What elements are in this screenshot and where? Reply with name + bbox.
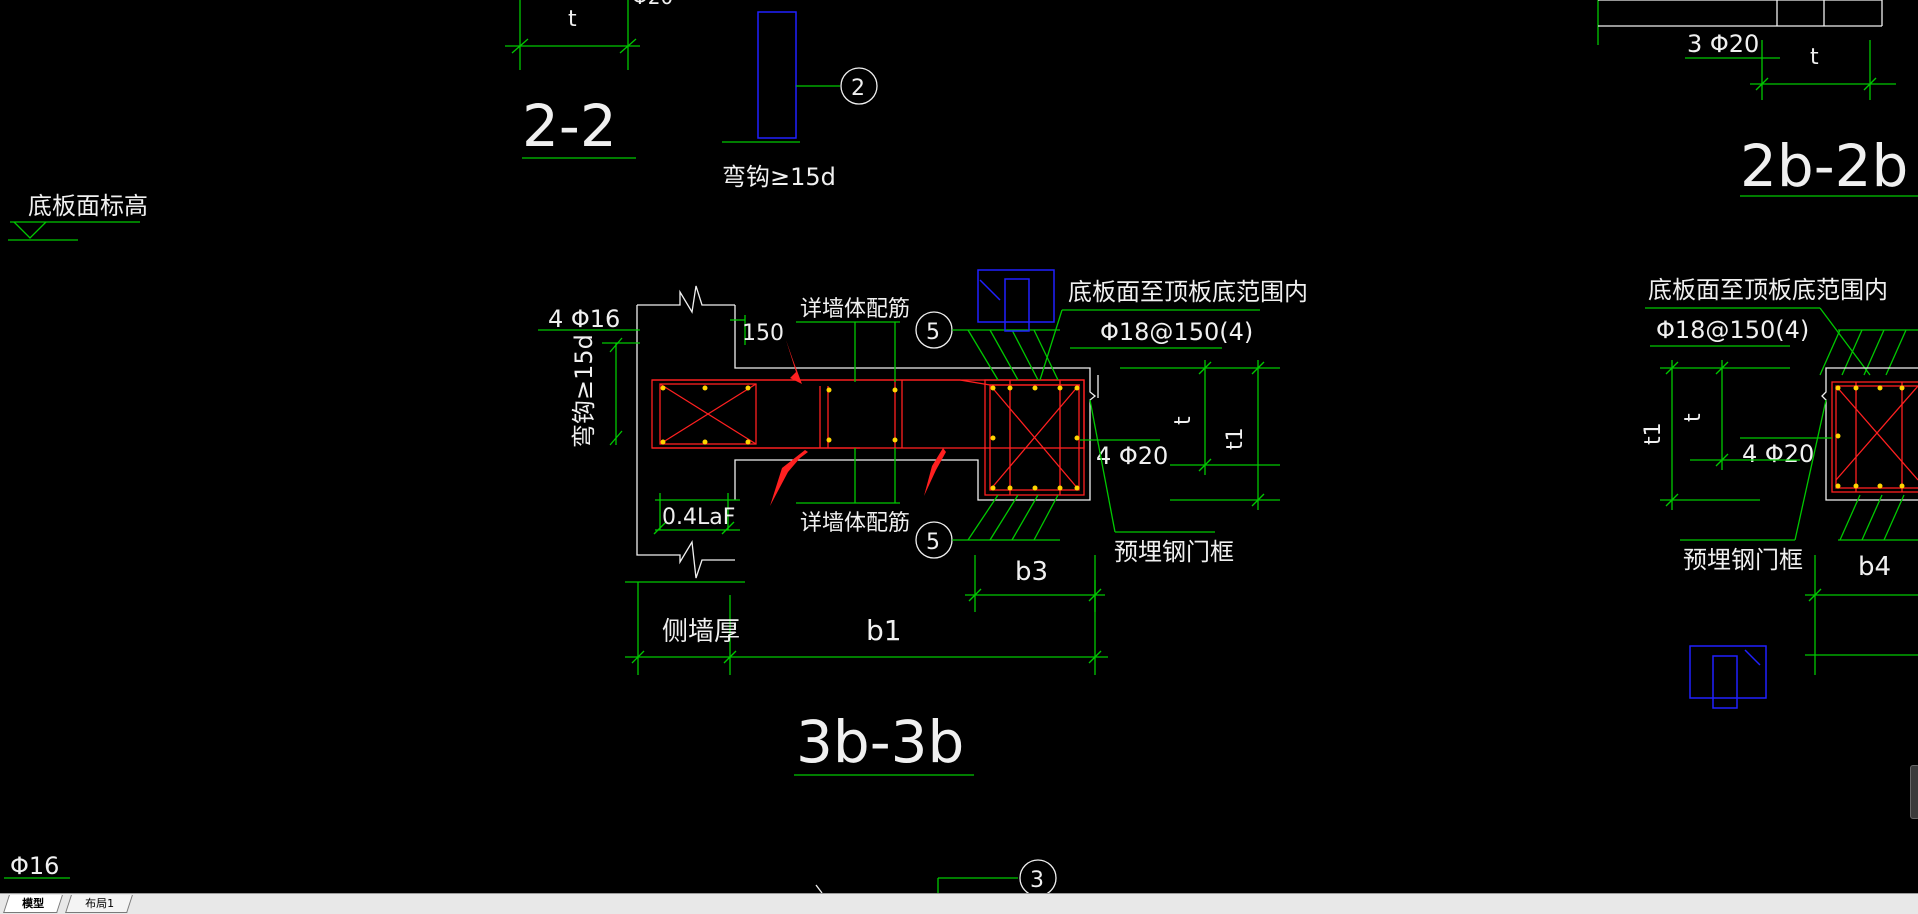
section-2-2-group: t Φ20 2-2 2 弯钩≥15d 底板面标高 xyxy=(8,0,878,241)
detail-wall-bottom-label: 详墙体配筋 xyxy=(800,511,910,536)
top-left-rebar-partial: Φ20 xyxy=(632,0,673,9)
embed-frame-left-label: 预埋钢门框 xyxy=(1114,538,1234,566)
section-2b-2b-title: 2b-2b xyxy=(1740,132,1908,200)
detail-wall-top-label: 详墙体配筋 xyxy=(800,297,910,322)
bottom-misc-group: Φ16 3 xyxy=(4,852,1057,893)
bend-bar-label: 弯钩≥15d xyxy=(722,163,836,191)
dim-b4-label: b4 xyxy=(1858,552,1891,582)
side-wall-label: 侧墙厚 xyxy=(662,617,740,647)
rebar-4phi16-label: 4 Φ16 xyxy=(548,305,620,333)
top-left-t-label: t xyxy=(568,7,577,32)
tab-layout1[interactable]: 布局1 xyxy=(65,895,133,913)
section-2-2-title: 2-2 xyxy=(522,92,617,160)
circle-2-label: 2 xyxy=(851,76,865,101)
range-note-left: 底板面至顶板底范围内 xyxy=(1068,278,1308,306)
range-note-right: 底板面至顶板底范围内 xyxy=(1648,276,1888,304)
tab-model-label: 模型 xyxy=(22,897,45,910)
section-3b-3b-group: 4 Φ16 弯钩≥15d 150 详墙体配筋 详墙体配筋 0.4LaF xyxy=(538,269,1308,776)
layout-tab-bar: 模型 布局1 xyxy=(0,893,1918,914)
dim-t1-left-label: t1 xyxy=(1223,427,1248,450)
rebar-4phi20-right-label: 4 Φ20 xyxy=(1742,440,1814,468)
tab-layout1-label: 布局1 xyxy=(84,897,114,910)
dim-t-left-label: t xyxy=(1171,416,1196,425)
section-3b-3b-title: 3b-3b xyxy=(796,708,964,776)
dim-b3-label: b3 xyxy=(1015,557,1048,587)
top-right-3phi20-label: 3 Φ20 xyxy=(1687,30,1759,58)
stirrup-left-label: Φ18@150(4) xyxy=(1100,318,1253,346)
side-scroll-handle[interactable] xyxy=(1910,765,1918,819)
tab-model[interactable]: 模型 xyxy=(3,895,63,913)
embed-frame-right-label: 预埋钢门框 xyxy=(1683,546,1803,574)
dim-t-right-label: t xyxy=(1681,413,1706,422)
section-2b-2b-group: 3 Φ20 t 2b-2b 底板面至顶板底范围内 Φ18@150(4) xyxy=(1597,0,1918,709)
bottom-left-phi16-label: Φ16 xyxy=(10,852,59,880)
circle-5-bottom-label: 5 xyxy=(926,530,940,555)
top-right-t-label: t xyxy=(1810,45,1819,70)
bend-vertical-label: 弯钩≥15d xyxy=(570,334,598,448)
dim-b1-label: b1 xyxy=(866,614,902,647)
dim-150-label: 150 xyxy=(742,321,784,346)
bottom-elevation-label: 底板面标高 xyxy=(28,192,148,220)
circle-3-label: 3 xyxy=(1030,868,1044,893)
stirrup-right-label: Φ18@150(4) xyxy=(1656,316,1809,344)
dim-04laf-label: 0.4LaF xyxy=(662,505,735,530)
dim-t1-right-label: t1 xyxy=(1641,422,1666,445)
cad-drawing-canvas[interactable]: t Φ20 2-2 2 弯钩≥15d 底板面标高 xyxy=(0,0,1918,893)
circle-5-top-label: 5 xyxy=(926,320,940,345)
rebar-4phi20-left-label: 4 Φ20 xyxy=(1096,442,1168,470)
